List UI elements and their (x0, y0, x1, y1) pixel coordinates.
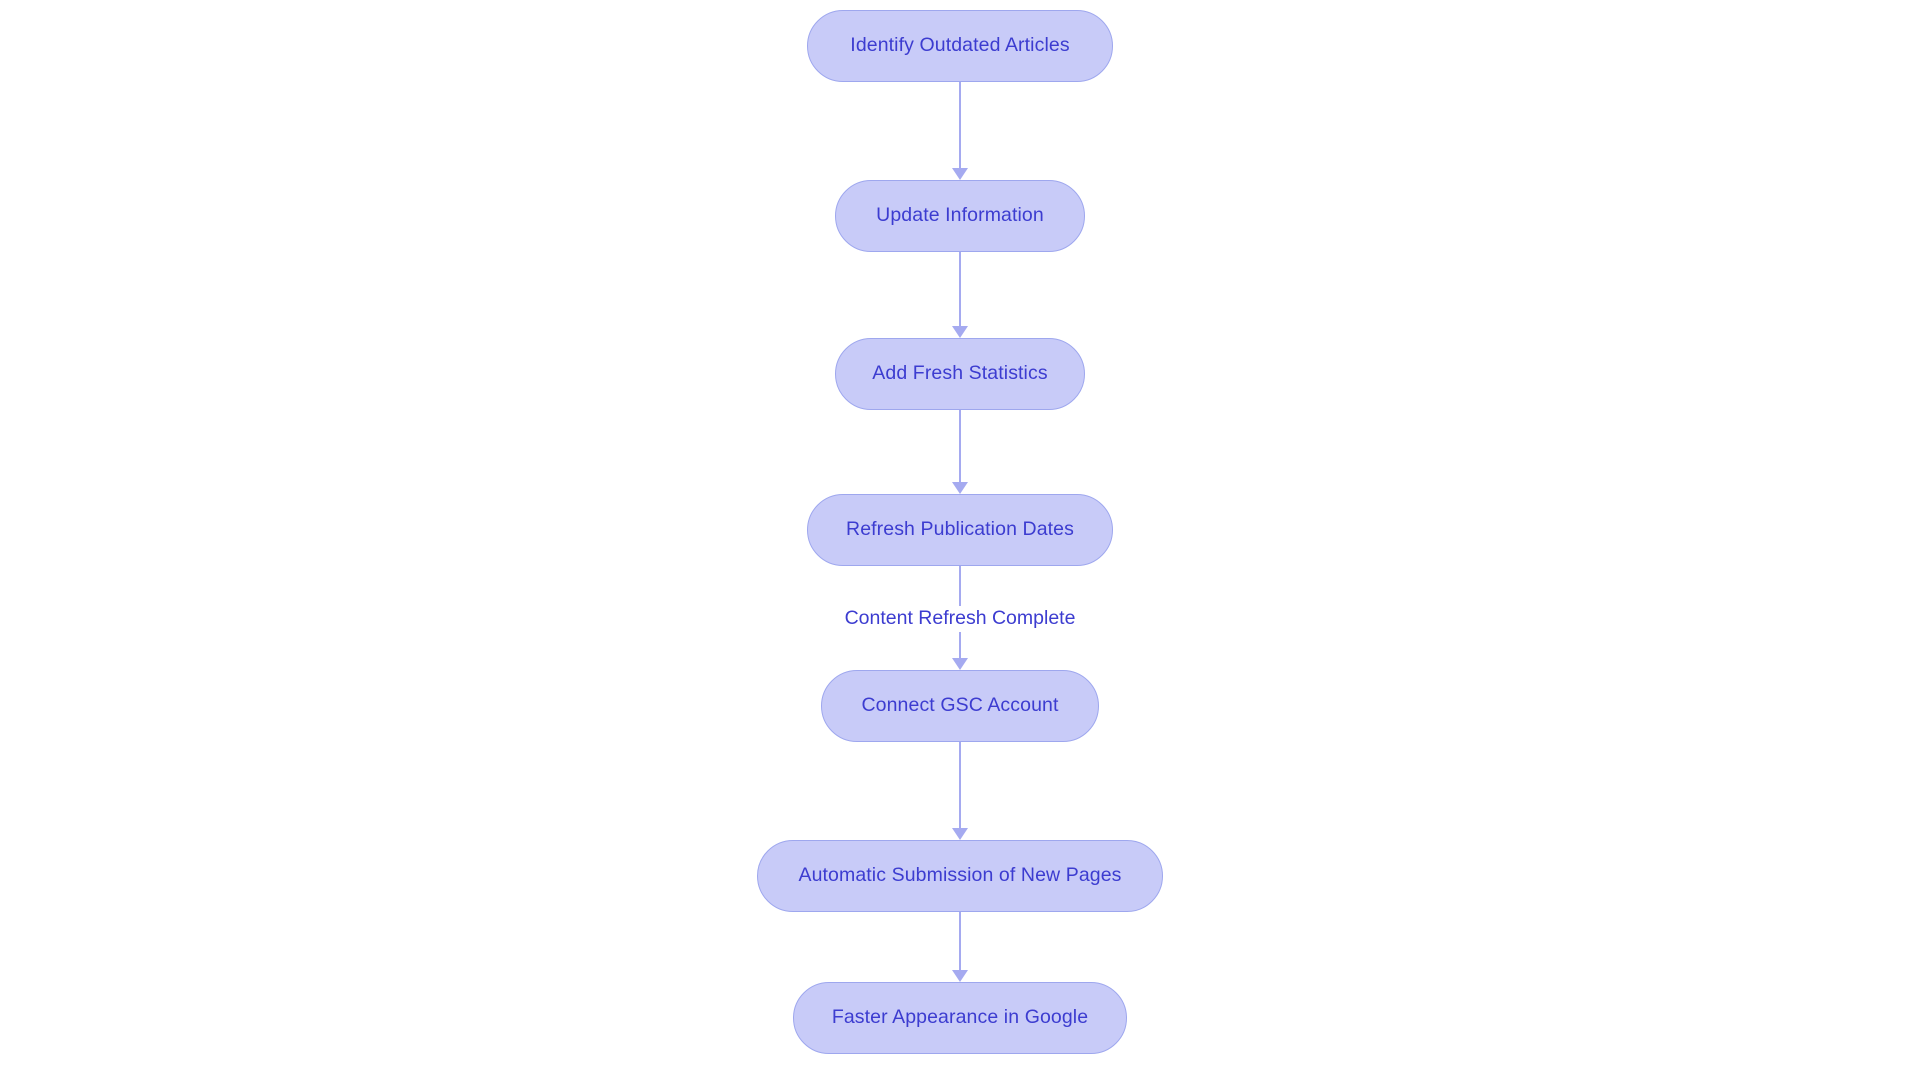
flow-node-label: Update Information (876, 204, 1044, 227)
arrowhead-down-icon (952, 326, 968, 338)
flow-edge-update-to-statistics (948, 252, 972, 338)
flow-edge-gsc-to-submission (948, 742, 972, 840)
edge-line (959, 252, 961, 326)
flow-node-label: Identify Outdated Articles (850, 34, 1070, 57)
flow-node-automatic-submission-new-pages[interactable]: Automatic Submission of New Pages (757, 840, 1163, 912)
flow-node-label: Connect GSC Account (861, 694, 1059, 717)
arrowhead-down-icon (952, 828, 968, 840)
edge-line (959, 82, 961, 168)
flow-node-label: Faster Appearance in Google (831, 1006, 1089, 1029)
arrowhead-down-icon (952, 168, 968, 180)
flow-node-label: Add Fresh Statistics (872, 362, 1048, 385)
flow-node-label: Automatic Submission of New Pages (798, 864, 1122, 887)
flow-edge-submission-to-google (948, 912, 972, 982)
flow-node-refresh-publication-dates[interactable]: Refresh Publication Dates (807, 494, 1113, 566)
flow-node-connect-gsc-account[interactable]: Connect GSC Account (821, 670, 1099, 742)
edge-line (959, 912, 961, 970)
flow-node-update-information[interactable]: Update Information (835, 180, 1085, 252)
arrowhead-down-icon (952, 658, 968, 670)
flow-edge-statistics-to-dates (948, 410, 972, 494)
edge-line (959, 742, 961, 828)
arrowhead-down-icon (952, 970, 968, 982)
edge-line (959, 410, 961, 482)
flow-node-faster-appearance-in-google[interactable]: Faster Appearance in Google (793, 982, 1127, 1054)
flow-edge-identify-to-update (948, 82, 972, 180)
arrowhead-down-icon (952, 482, 968, 494)
flow-node-label: Refresh Publication Dates (846, 518, 1074, 541)
flow-node-add-fresh-statistics[interactable]: Add Fresh Statistics (835, 338, 1085, 410)
flow-node-identify-outdated-articles[interactable]: Identify Outdated Articles (807, 10, 1113, 82)
flow-edge-label-content-refresh-complete: Content Refresh Complete (834, 606, 1086, 632)
